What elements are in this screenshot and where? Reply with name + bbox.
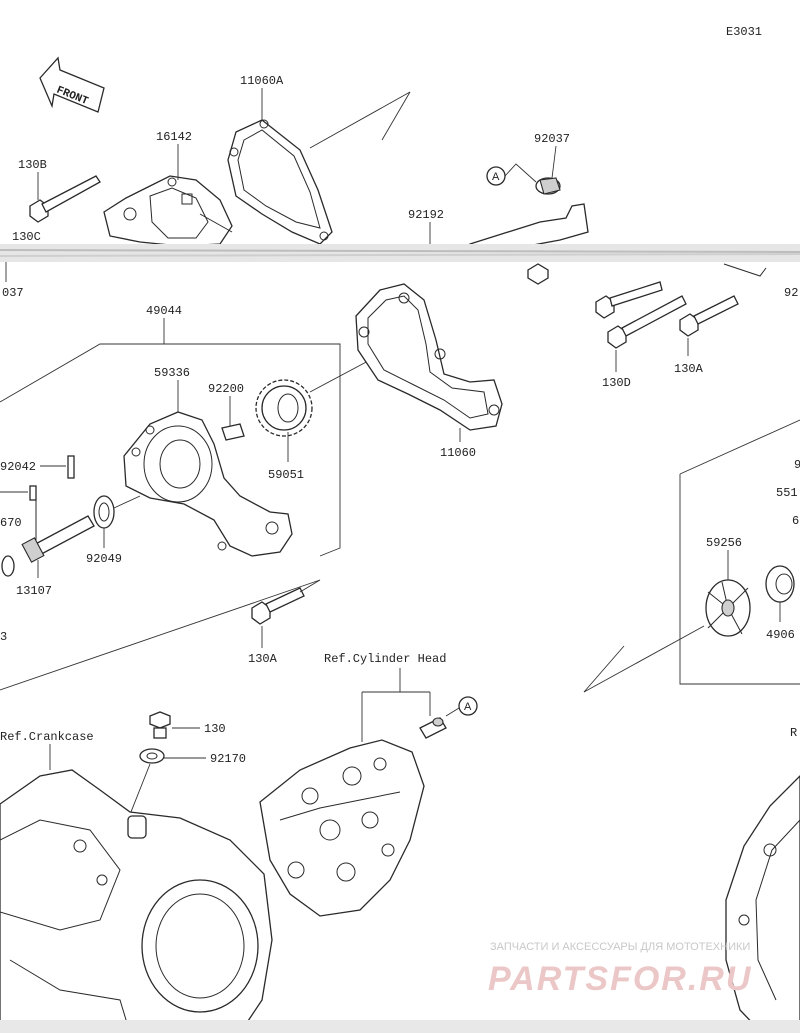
label-59256: 59256	[706, 536, 742, 550]
svg-text:A: A	[464, 701, 472, 713]
cylinder-head-ref	[259, 739, 425, 917]
label-9-right: 9	[794, 458, 800, 472]
label-92200: 92200	[208, 382, 244, 396]
label-11060: 11060	[440, 446, 476, 460]
pin-92042	[29, 455, 75, 501]
washer-92170	[139, 748, 165, 764]
label-6-right: 6	[792, 514, 799, 528]
clamp-92037	[535, 177, 561, 195]
label-92192: 92192	[408, 208, 444, 222]
fitting-callout-a	[419, 717, 447, 739]
gasket-11060	[355, 283, 503, 431]
label-11060a: 11060A	[240, 74, 284, 88]
gasket-11060a	[227, 119, 333, 245]
callout-a-bottom: A	[445, 696, 478, 717]
label-92-right: 92	[784, 286, 798, 300]
label-130b: 130B	[18, 158, 47, 172]
label-3: 3	[0, 630, 7, 644]
label-92170: 92170	[210, 752, 246, 766]
label-92049: 92049	[86, 552, 122, 566]
label-551-right: 551	[776, 486, 798, 500]
label-59336: 59336	[154, 366, 190, 380]
watermark-logo: PARTSFOR.RU	[488, 960, 752, 998]
label-037: 037	[2, 286, 24, 300]
label-4906: 4906	[766, 628, 795, 642]
scan-noise-bottom	[0, 1020, 800, 1033]
crankcase-right-ref	[725, 775, 800, 1033]
svg-text:R: R	[790, 726, 797, 740]
callout-a-top: A	[486, 163, 537, 186]
bolt-upper-right	[595, 281, 739, 349]
plug-130	[149, 711, 171, 739]
label-130c: 130C	[12, 230, 41, 244]
diagram-code: E3031	[726, 25, 762, 39]
o-ring-670	[1, 555, 15, 577]
bolt-130a-left	[251, 587, 305, 625]
label-49044: 49044	[146, 304, 182, 318]
seal-92049	[93, 495, 115, 529]
impeller-59256	[705, 579, 751, 637]
ref-cylinder-head-label: Ref.Cylinder Head	[324, 652, 446, 666]
front-arrow-icon: FRONT	[39, 56, 105, 113]
label-130d: 130D	[602, 376, 631, 390]
label-130a-left: 130A	[248, 652, 278, 666]
label-670: 670	[0, 516, 22, 530]
bolt-130b	[29, 175, 101, 223]
ref-crankcase-label: Ref.Crankcase	[0, 730, 94, 744]
label-92037: 92037	[534, 132, 570, 146]
label-16142: 16142	[156, 130, 192, 144]
shaft-13107	[21, 515, 95, 563]
nut-top-right	[527, 263, 549, 285]
label-59051: 59051	[268, 468, 304, 482]
washer-92200	[221, 423, 245, 441]
label-92042: 92042	[0, 460, 36, 474]
watermark-line1: ЗАПЧАСТИ И АКСЕССУАРЫ ДЛЯ МОТОТЕХНИКИ	[490, 941, 750, 953]
svg-text:A: A	[492, 171, 500, 183]
pump-body-59336	[123, 411, 293, 557]
label-130a-right: 130A	[674, 362, 704, 376]
scan-noise-band	[0, 244, 800, 262]
crankcase-ref	[0, 769, 273, 1033]
seal-4906	[765, 565, 795, 603]
gear-59051	[255, 379, 313, 437]
label-13107: 13107	[16, 584, 52, 598]
cover-16142	[103, 175, 233, 247]
label-130: 130	[204, 722, 226, 736]
